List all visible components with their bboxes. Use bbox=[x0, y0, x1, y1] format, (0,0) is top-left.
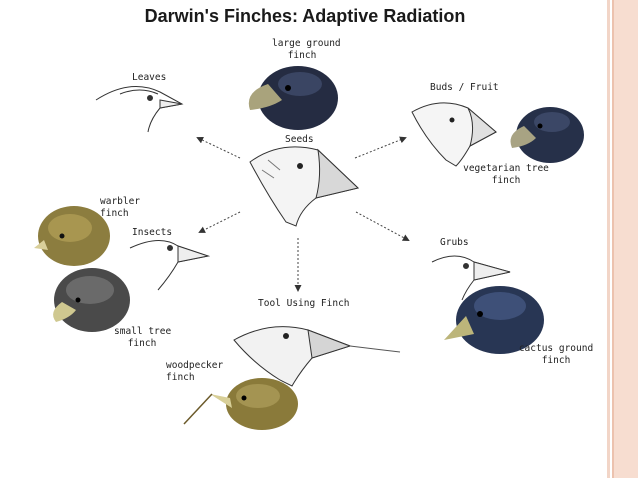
arrow-to-leaves bbox=[196, 136, 241, 159]
label-small-tree-line1: small tree bbox=[114, 326, 172, 337]
arrow-to-insects bbox=[198, 211, 241, 233]
small-tree-finch-image bbox=[53, 268, 130, 332]
slide-border-stripe bbox=[607, 0, 610, 478]
insects-finch-sketch bbox=[129, 240, 210, 291]
label-vegetarian-line1: vegetarian tree bbox=[463, 163, 549, 174]
label-tool-using-finch: Tool Using Finch bbox=[258, 298, 350, 309]
label-cactus-ground-finch: cactus ground finch bbox=[516, 343, 596, 367]
arrow-to-grubs bbox=[355, 211, 410, 241]
label-buds-fruit: Buds / Fruit bbox=[430, 82, 499, 93]
label-woodpecker-line2: finch bbox=[166, 372, 195, 383]
label-insects: Insects bbox=[132, 227, 173, 238]
label-woodpecker-finch: woodpecker finch bbox=[166, 360, 223, 384]
label-large-ground-line1: large ground bbox=[272, 38, 341, 49]
diagram-title: Darwin's Finches: Adaptive Radiation bbox=[144, 6, 466, 26]
leaves-finch-sketch bbox=[95, 86, 184, 133]
buds-finch-sketch bbox=[411, 102, 497, 167]
label-cactus-line2: finch bbox=[541, 355, 571, 366]
label-large-ground-line2: finch bbox=[287, 50, 317, 61]
label-cactus-line1: cactus ground bbox=[518, 343, 594, 354]
cactus-ground-finch-image bbox=[444, 286, 544, 354]
label-warbler-line1: warbler bbox=[100, 196, 141, 207]
label-leaves: Leaves bbox=[132, 72, 167, 83]
grubs-finch-sketch bbox=[431, 255, 511, 301]
finch-diagram bbox=[34, 66, 584, 430]
label-vegetarian-line2: finch bbox=[491, 175, 521, 186]
woodpecker-finch-image bbox=[183, 378, 298, 430]
vegetarian-tree-finch-image bbox=[510, 107, 584, 163]
seeds-finch-sketch bbox=[249, 146, 360, 227]
warbler-finch-image bbox=[34, 206, 110, 266]
tool-using-finch-sketch bbox=[233, 326, 401, 387]
label-grubs: Grubs bbox=[440, 237, 469, 248]
label-small-tree-finch: small tree finch bbox=[114, 326, 172, 350]
arrow-to-buds bbox=[354, 136, 407, 159]
slide-border bbox=[612, 0, 638, 478]
label-small-tree-line2: finch bbox=[127, 338, 157, 349]
large-ground-finch-image bbox=[248, 66, 338, 130]
label-large-ground-finch: large ground finch bbox=[272, 38, 341, 62]
label-vegetarian-tree-finch: vegetarian tree finch bbox=[458, 163, 554, 187]
label-warbler-line2: finch bbox=[100, 208, 129, 219]
label-seeds: Seeds bbox=[285, 134, 314, 145]
label-woodpecker-line1: woodpecker bbox=[166, 360, 224, 371]
label-warbler-finch: warbler finch bbox=[100, 196, 140, 220]
